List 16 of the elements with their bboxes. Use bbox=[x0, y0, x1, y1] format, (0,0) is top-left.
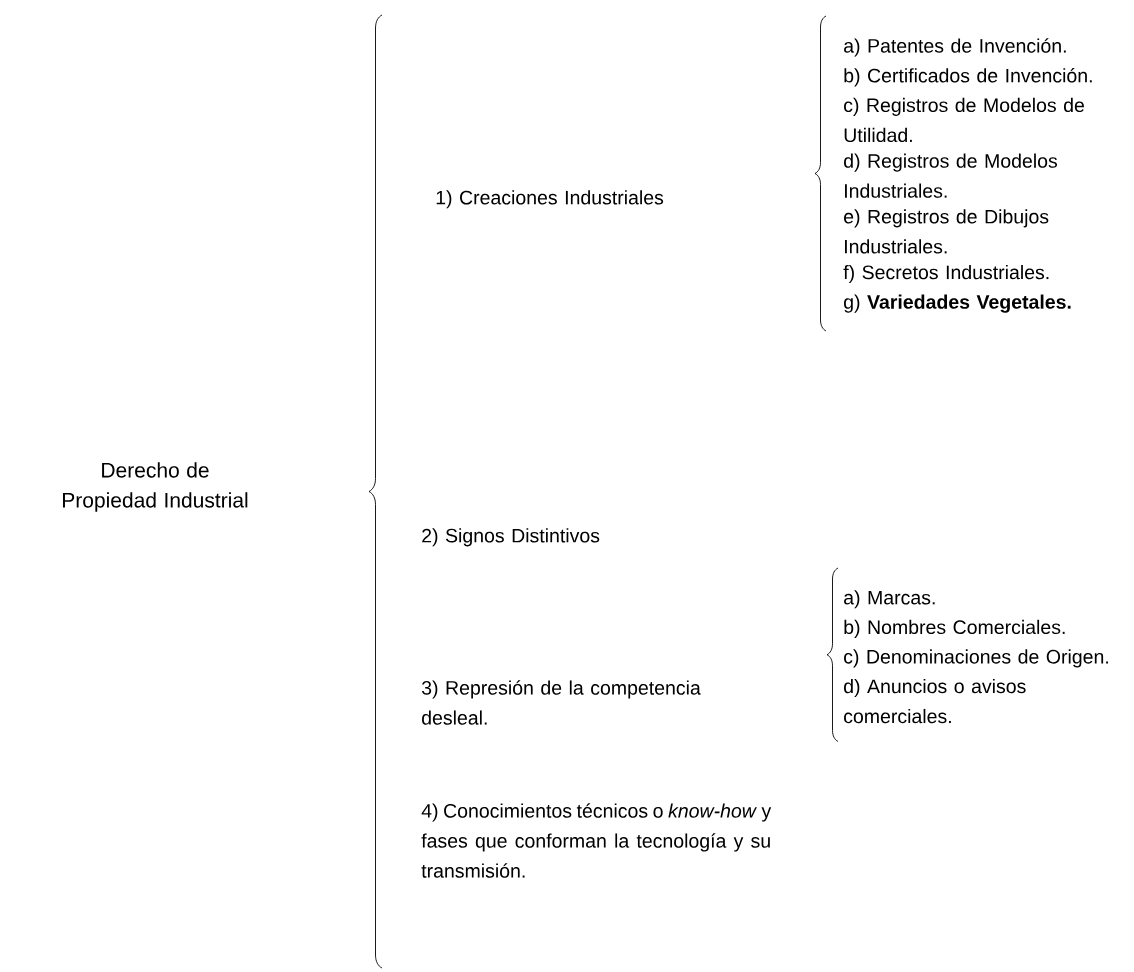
list-item: e) Registros de Dibujos Industriales. bbox=[844, 209, 1049, 254]
heading-text: Derecho de Propiedad Industrial bbox=[63, 462, 248, 512]
list-item: d) Anuncios o avisos comerciales. bbox=[844, 678, 1026, 724]
category-text: 1) Creaciones Industriales bbox=[436, 190, 664, 209]
list-item: g) Variedades Vegetales. bbox=[844, 294, 1071, 313]
category-text: 4) Conocimientos técnicos o know-how y fases que conforman la tecnología y su transmisión. bbox=[421, 803, 772, 878]
list-item: f) Secretos Industriales. bbox=[843, 264, 1049, 284]
category-text: 3) Represión de la competencia desleal. bbox=[421, 680, 701, 725]
list-item: b) Nombres Comerciales. bbox=[844, 619, 1065, 638]
category-text: 2) Signos Distintivos bbox=[422, 528, 600, 547]
list-item: a) Patentes de Invención. bbox=[844, 38, 1066, 57]
list-item: b) Certificados de Invención. bbox=[844, 68, 1092, 87]
list-item: c) Denominaciones de Origen. bbox=[844, 649, 1108, 668]
list-item: c) Registros de Modelos de Utilidad. bbox=[844, 97, 1084, 143]
list-item: a) Marcas. bbox=[844, 590, 935, 609]
list-item: d) Registros de Modelos Industriales. bbox=[844, 153, 1058, 198]
